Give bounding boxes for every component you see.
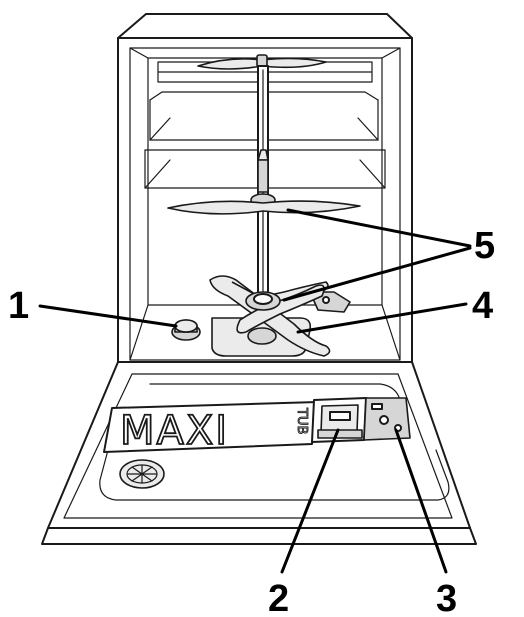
callout-labels: 1 2 3 4 5 [8, 225, 495, 617]
leader-line-3 [394, 428, 448, 574]
callout-4: 4 [472, 285, 493, 327]
salt-container-cap [171, 319, 201, 341]
callout-2: 2 [268, 578, 289, 617]
callout-1: 1 [8, 285, 29, 327]
logo-maxi-text: MAXI [120, 408, 229, 454]
callout-5: 5 [474, 225, 495, 267]
lower-spray-arm [209, 275, 331, 357]
leader-line-5b [282, 246, 472, 302]
leader-line-4 [296, 302, 468, 334]
door-outer [41, 361, 477, 545]
leader-line-5a [286, 208, 472, 248]
detergent-dispenser [311, 397, 367, 443]
callout-3: 3 [436, 578, 457, 617]
leader-line-2 [280, 428, 340, 574]
leader-lines [38, 208, 472, 574]
rinse-aid-dispenser [363, 397, 411, 441]
door-drain-filter [119, 459, 165, 489]
leader-line-1 [38, 304, 178, 328]
door-logo-strip: MAXI TUB [103, 401, 319, 455]
middle-spray-arm [167, 149, 361, 215]
logo-tub-text: TUB [294, 407, 309, 434]
